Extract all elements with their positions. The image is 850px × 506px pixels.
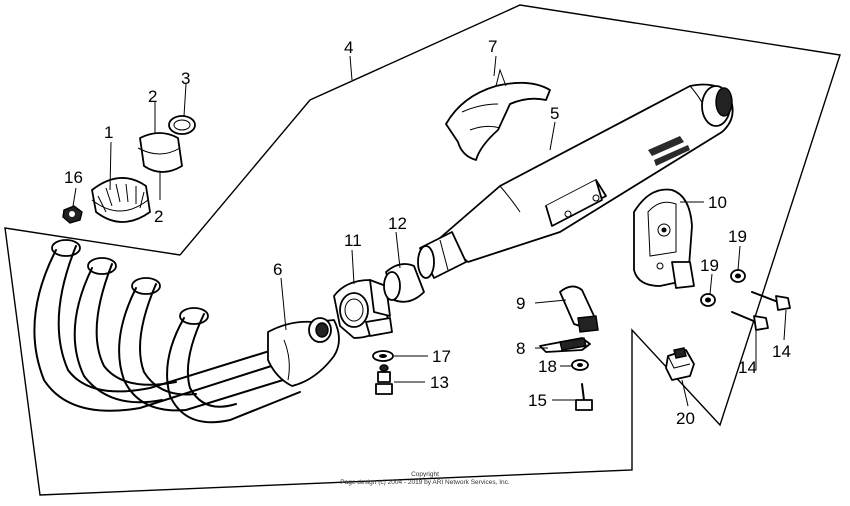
callout-17[interactable]: 17 <box>432 347 451 366</box>
collar-18[interactable] <box>571 359 589 371</box>
callout-15[interactable]: 15 <box>528 391 547 410</box>
joint-collar[interactable] <box>91 177 151 223</box>
callout-7[interactable]: 7 <box>488 37 497 56</box>
callout-13[interactable]: 13 <box>430 373 449 392</box>
leader-lines <box>72 55 787 407</box>
callout-16[interactable]: 16 <box>64 168 83 187</box>
callout-14a[interactable]: 14 <box>738 358 757 377</box>
exhaust-pipe-clamp[interactable] <box>333 279 393 339</box>
copyright-line-2: Page design (c) 2004 - 2019 by ARI Netwo… <box>340 479 510 486</box>
callout-11[interactable]: 11 <box>344 231 362 250</box>
heat-protector[interactable] <box>445 68 551 161</box>
callout-20[interactable]: 20 <box>676 409 695 428</box>
callout-1[interactable]: 1 <box>104 123 113 142</box>
exhaust-joint-collar-2[interactable] <box>137 132 183 173</box>
callout-10[interactable]: 10 <box>708 193 727 212</box>
bolt-upper[interactable] <box>751 291 791 311</box>
callout-9[interactable]: 9 <box>516 294 525 313</box>
muffler-stay-bracket[interactable] <box>633 188 695 289</box>
callout-2b[interactable]: 2 <box>154 207 163 226</box>
callout-14b[interactable]: 14 <box>772 342 791 361</box>
callout-6[interactable]: 6 <box>273 260 282 279</box>
callout-3[interactable]: 3 <box>181 69 190 88</box>
muffler-band[interactable] <box>559 285 599 333</box>
callout-18[interactable]: 18 <box>538 357 557 376</box>
callout-4[interactable]: 4 <box>344 38 353 57</box>
clip-nut[interactable] <box>665 347 695 381</box>
washer-17[interactable] <box>372 350 394 362</box>
bolt-15[interactable] <box>575 383 593 411</box>
callout-19a[interactable]: 19 <box>728 227 747 246</box>
muffler[interactable] <box>417 83 734 279</box>
nut[interactable] <box>62 205 83 224</box>
gasket-ring[interactable] <box>168 115 196 135</box>
bolt-13[interactable] <box>375 364 393 395</box>
exhaust-pipe-assembly[interactable] <box>33 239 340 424</box>
callout-8[interactable]: 8 <box>516 339 525 358</box>
washer-upper[interactable] <box>730 269 746 283</box>
band-clamp[interactable] <box>539 337 591 353</box>
bolt-lower[interactable] <box>731 311 769 331</box>
exhaust-gasket[interactable] <box>383 263 425 303</box>
copyright-line-1: Copyright <box>411 471 439 478</box>
callout-12[interactable]: 12 <box>388 214 407 233</box>
callout-5[interactable]: 5 <box>550 104 559 123</box>
callout-19b[interactable]: 19 <box>700 256 719 275</box>
callout-2a[interactable]: 2 <box>148 87 157 106</box>
washer-lower[interactable] <box>700 293 716 307</box>
